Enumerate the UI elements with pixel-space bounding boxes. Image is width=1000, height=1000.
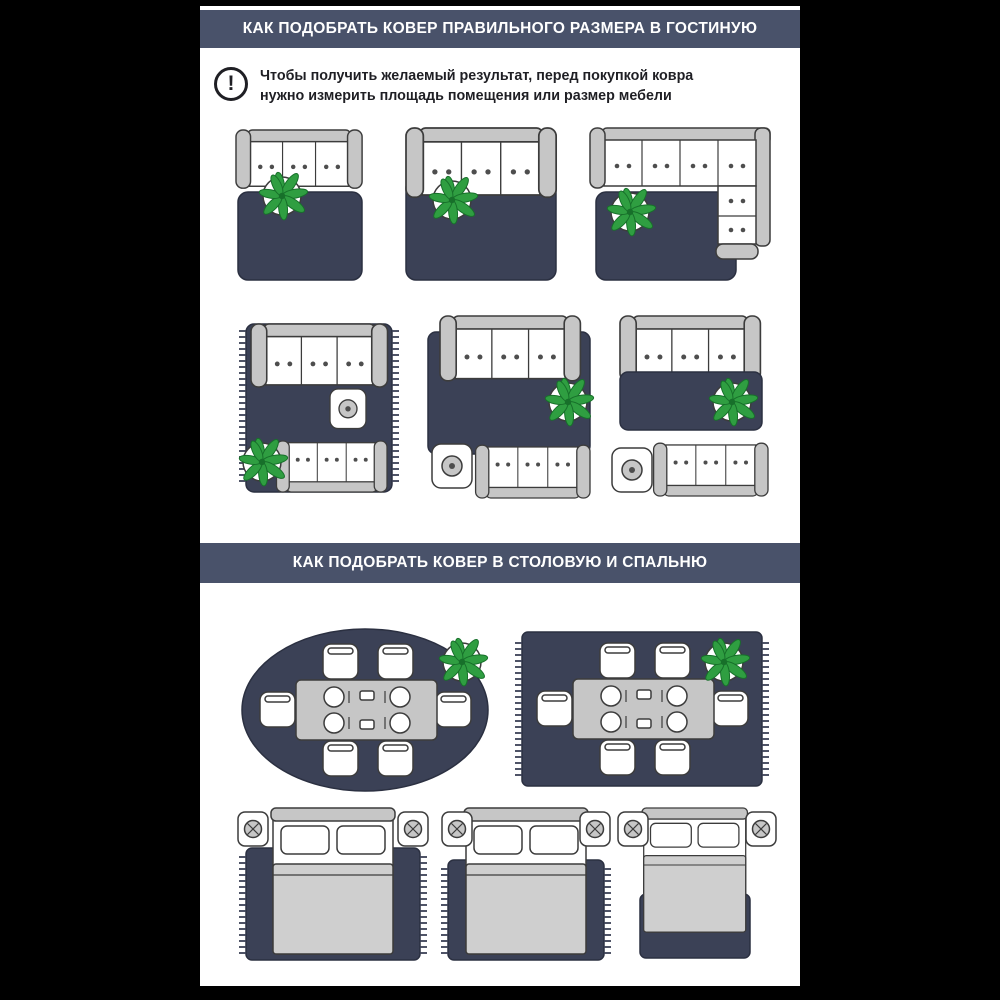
rug-fringe-right: [392, 330, 399, 486]
sofa-icon: [474, 444, 591, 499]
diagram-oval-rug-dining: [241, 628, 490, 792]
diagram-front-legs-on-rug: [427, 315, 596, 499]
sofa-icon: [619, 315, 762, 382]
diagram-sofa-front-legs-on-rug: [405, 127, 558, 281]
diagram-rug-in-front-of-sofa: [235, 129, 363, 281]
nightstand-icon: [397, 811, 429, 847]
diagram-rug-under-lower-bed: [441, 807, 611, 961]
nightstand-icon: [745, 811, 777, 847]
letterbox-right: [800, 0, 1000, 1000]
bed-icon: [270, 807, 396, 955]
sofa-icon: [235, 129, 363, 189]
side-table-icon: [611, 447, 653, 493]
rug-fringe-right: [762, 638, 769, 780]
diagram-all-furniture-on-rug: [237, 323, 399, 493]
side-table-icon: [431, 443, 473, 489]
rug-fringe-left: [441, 866, 448, 954]
coffee-table-icon: [329, 388, 367, 430]
rug-fringe-left: [239, 330, 246, 486]
diagram-small-rug-between-furniture: [611, 315, 769, 497]
rug-fringe-right: [604, 866, 611, 954]
bed-icon: [641, 807, 749, 933]
nightstand-icon: [441, 811, 473, 847]
nightstand-icon: [579, 811, 611, 847]
plant-icon: [437, 636, 490, 688]
bed-icon: [463, 807, 589, 955]
letterbox-left: [0, 0, 200, 1000]
diagram-rug-at-bed-foot: [617, 807, 777, 959]
diagram-large-rug-under-bed: [237, 807, 429, 961]
sofa-icon: [275, 440, 388, 493]
nightstand-icon: [237, 811, 269, 847]
section-header-dining-bedroom: КАК ПОДОБРАТЬ КОВЕР В СТОЛОВУЮ И СПАЛЬНЮ: [200, 543, 800, 583]
nightstand-icon: [617, 811, 649, 847]
sofa-icon: [439, 315, 582, 382]
section-header-living-room: КАК ПОДОБРАТЬ КОВЕР ПРАВИЛЬНОГО РАЗМЕРА …: [200, 10, 800, 48]
sofa-icon: [652, 442, 769, 497]
note-line-2: нужно измерить площадь помещения или раз…: [260, 88, 672, 104]
note-line-1: Чтобы получить желаемый результат, перед…: [260, 68, 694, 84]
diagram-corner-sofa-on-rug: [589, 127, 771, 281]
section-title-dining-bedroom: КАК ПОДОБРАТЬ КОВЕР В СТОЛОВУЮ И СПАЛЬНЮ: [292, 554, 708, 571]
section-title-living-room: КАК ПОДОБРАТЬ КОВЕР ПРАВИЛЬНОГО РАЗМЕРА …: [242, 20, 758, 37]
sofa-icon: [250, 323, 389, 388]
diagram-rect-rug-dining: [515, 631, 769, 787]
exclamation-icon: !: [214, 67, 248, 101]
rug-fringe-left: [515, 638, 522, 780]
sofa-icon: [405, 127, 558, 199]
rug-fringe-right: [420, 854, 427, 954]
rug-fringe-left: [239, 854, 246, 954]
measure-note: Чтобы получить желаемый результат, перед…: [260, 66, 693, 106]
